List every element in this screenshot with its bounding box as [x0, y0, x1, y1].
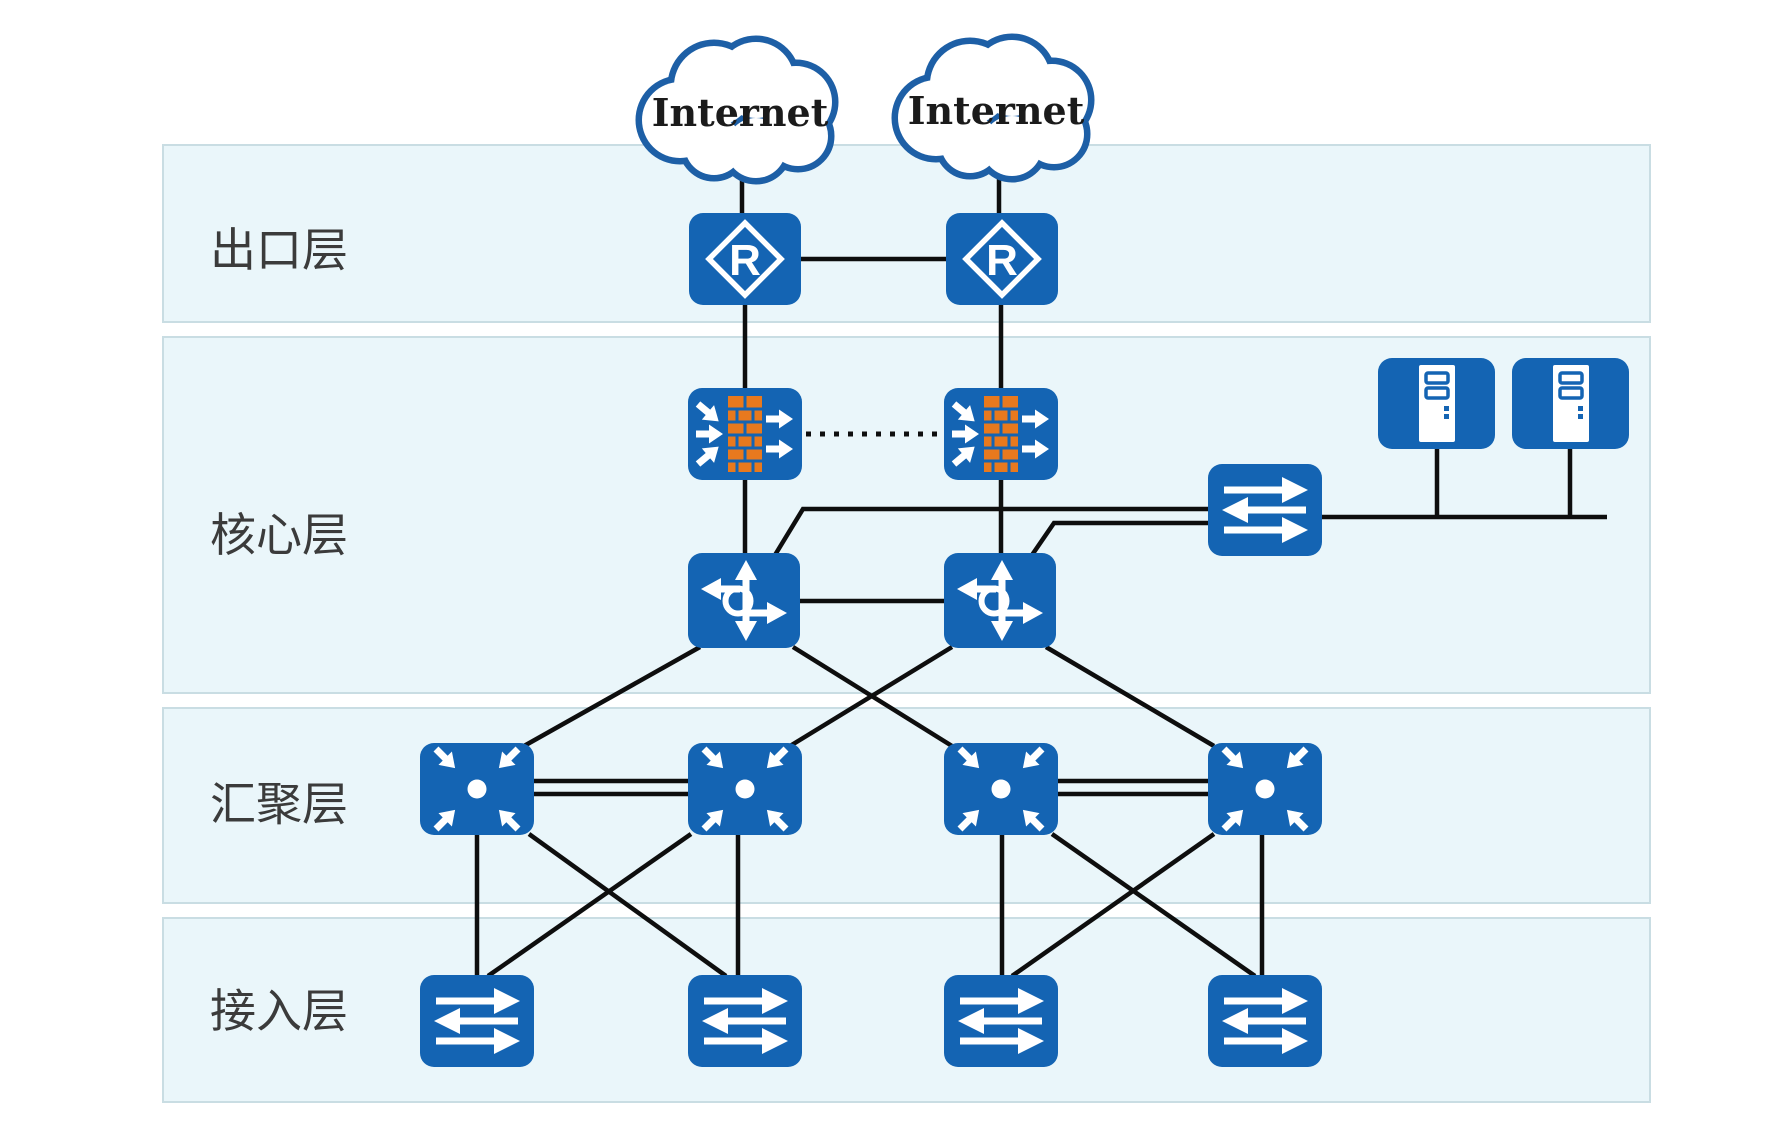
- internet-cloud-2-label: Internet: [908, 88, 1085, 133]
- link-core1-serverswitch: [773, 506, 1210, 557]
- link-core2-serverswitch: [1030, 520, 1210, 557]
- link-core2-agg2: [788, 645, 954, 748]
- link-core1-agg1: [522, 645, 702, 748]
- router-2-icon: [946, 213, 1058, 305]
- access-switch-4-icon: [1208, 975, 1322, 1067]
- core-switch-2-icon: [944, 553, 1056, 648]
- layer-label-access: 接入层: [210, 985, 348, 1037]
- layer-label-egress: 出口层: [210, 224, 348, 276]
- firewall-1-icon: [688, 388, 802, 480]
- aggregation-switch-4-icon: [1208, 742, 1322, 835]
- server-switch-icon: [1208, 464, 1322, 556]
- layer-band-egress: [162, 144, 1651, 323]
- layer-band-aggregation: [162, 707, 1651, 904]
- link-agg3-acc4: [1050, 832, 1257, 978]
- aggregation-switch-2-icon: [688, 742, 802, 835]
- internet-cloud-1-label: Internet: [652, 90, 829, 135]
- server-2-icon: [1510, 356, 1631, 451]
- router-1-icon: [689, 213, 801, 305]
- firewall-2-icon: [944, 388, 1058, 480]
- access-switch-3-icon: [944, 975, 1058, 1067]
- layer-band-access: [162, 917, 1651, 1103]
- aggregation-switch-1-icon: [420, 742, 534, 835]
- links-layer: [474, 168, 1607, 978]
- link-agg2-acc1: [486, 832, 693, 978]
- access-switch-1-icon: [420, 975, 534, 1067]
- link-agg1-acc2: [527, 832, 728, 978]
- layer-label-aggregation: 汇聚层: [210, 778, 348, 830]
- core-switch-1-icon: [688, 553, 800, 648]
- server-1-icon: [1376, 356, 1497, 451]
- layer-label-core: 核心层: [210, 509, 348, 561]
- aggregation-switch-3-icon: [944, 742, 1058, 835]
- link-agg4-acc3: [1010, 832, 1216, 978]
- access-switch-2-icon: [688, 975, 802, 1067]
- link-core2-agg4: [1044, 645, 1216, 748]
